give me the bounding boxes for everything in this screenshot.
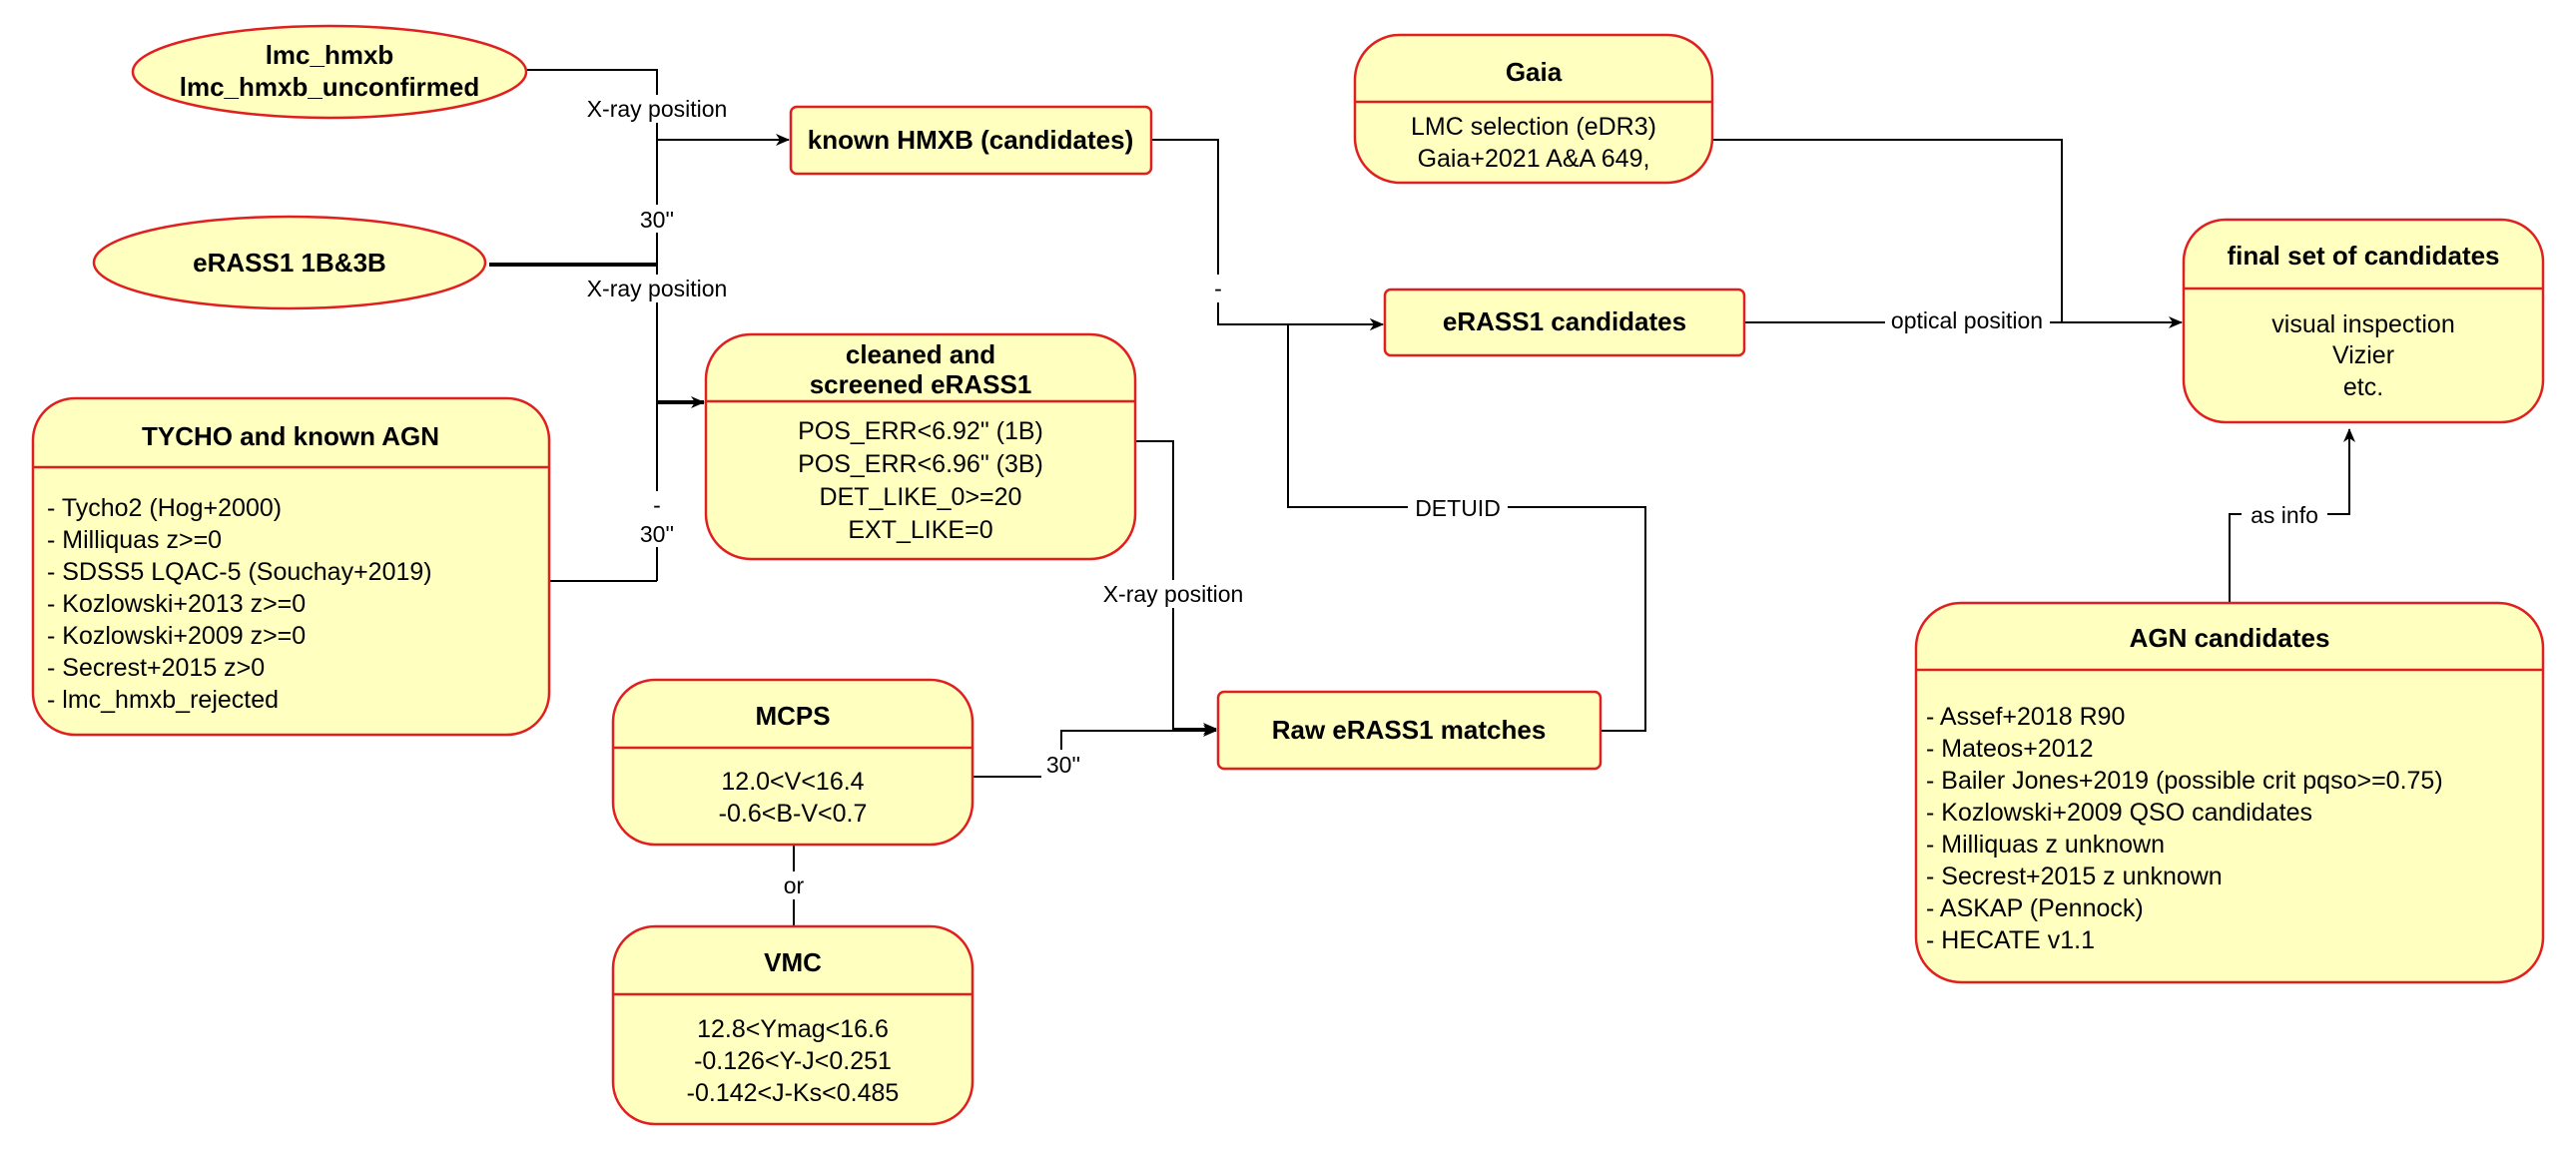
edge-label-xray-position-1: X-ray position bbox=[587, 96, 728, 122]
node-cleaned-line-2: POS_ERR<6.96" (3B) bbox=[798, 450, 1043, 478]
node-cleaned-title-2: screened eRASS1 bbox=[810, 369, 1032, 399]
node-vmc-line-2: -0.126<Y-J<0.251 bbox=[694, 1047, 892, 1075]
node-erass1-candidates[interactable]: eRASS1 candidates bbox=[1383, 288, 1746, 357]
node-erass1-1b3b-title: eRASS1 1B&3B bbox=[193, 248, 386, 278]
node-final[interactable]: final set of candidates visual inspectio… bbox=[2182, 218, 2545, 424]
edge-label-30-arcsec-3: 30'' bbox=[1046, 752, 1080, 778]
edge-raw-to-erass1-cand bbox=[1287, 318, 1646, 732]
edge-label-30-arcsec-2: 30'' bbox=[640, 521, 674, 547]
node-cleaned-title-1: cleaned and bbox=[846, 339, 995, 369]
node-vmc-line-3: -0.142<J-Ks<0.485 bbox=[687, 1079, 900, 1107]
node-lmc-hmxb-line-2: lmc_hmxb_unconfirmed bbox=[180, 72, 480, 102]
node-mcps[interactable]: MCPS 12.0<V<16.4 -0.6<B-V<0.7 bbox=[611, 678, 974, 847]
node-erass1-candidates-title: eRASS1 candidates bbox=[1443, 306, 1686, 336]
node-tycho-agn-title: TYCHO and known AGN bbox=[142, 421, 439, 451]
node-vmc-title: VMC bbox=[764, 947, 822, 977]
edge-mcps-to-raw bbox=[973, 725, 1217, 778]
node-cleaned-line-1: POS_ERR<6.92" (1B) bbox=[798, 417, 1043, 445]
node-known-hmxb-title: known HMXB (candidates) bbox=[808, 125, 1133, 155]
node-vmc[interactable]: VMC 12.8<Ymag<16.6 -0.126<Y-J<0.251 -0.1… bbox=[611, 924, 974, 1126]
node-agn-candidates-line-4: - Kozlowski+2009 QSO candidates bbox=[1926, 799, 2312, 827]
edge-label-xray-position-2: X-ray position bbox=[587, 276, 728, 301]
edge-label-30-arcsec-1: 30'' bbox=[640, 207, 674, 233]
node-tycho-agn-line-3: - SDSS5 LQAC-5 (Souchay+2019) bbox=[47, 558, 432, 586]
node-tycho-agn-line-4: - Kozlowski+2013 z>=0 bbox=[47, 590, 306, 618]
node-cleaned[interactable]: cleaned and screened eRASS1 POS_ERR<6.92… bbox=[704, 332, 1137, 561]
node-agn-candidates-line-3: - Bailer Jones+2019 (possible crit pqso>… bbox=[1926, 767, 2443, 795]
edge-label-as-info: as info bbox=[2251, 502, 2318, 528]
node-tycho-agn-line-1: - Tycho2 (Hog+2000) bbox=[47, 494, 282, 522]
node-agn-candidates-line-6: - Secrest+2015 z unknown bbox=[1926, 863, 2223, 890]
node-agn-candidates-line-7: - ASKAP (Pennock) bbox=[1926, 894, 2144, 922]
node-lmc-hmxb-line-1: lmc_hmxb bbox=[266, 40, 394, 70]
edge-label-dash-2: - bbox=[1214, 276, 1222, 301]
node-agn-candidates-line-5: - Milliquas z unknown bbox=[1926, 831, 2165, 859]
node-final-line-3: etc. bbox=[2343, 373, 2383, 401]
node-cleaned-line-4: EXT_LIKE=0 bbox=[848, 516, 992, 544]
node-mcps-title: MCPS bbox=[755, 701, 830, 731]
node-gaia-line-1: LMC selection (eDR3) bbox=[1411, 113, 1656, 141]
node-agn-candidates[interactable]: AGN candidates - Assef+2018 R90 - Mateos… bbox=[1914, 601, 2545, 984]
node-agn-candidates-line-1: - Assef+2018 R90 bbox=[1926, 703, 2125, 731]
node-gaia-title: Gaia bbox=[1506, 57, 1563, 87]
node-agn-candidates-title: AGN candidates bbox=[2130, 623, 2330, 653]
node-mcps-line-2: -0.6<B-V<0.7 bbox=[719, 800, 868, 828]
node-final-line-2: Vizier bbox=[2332, 341, 2394, 369]
node-tycho-agn-line-6: - Secrest+2015 z>0 bbox=[47, 654, 265, 682]
edge-label-or: or bbox=[784, 872, 805, 898]
edge-label-xray-position-3: X-ray position bbox=[1103, 581, 1244, 607]
node-final-line-1: visual inspection bbox=[2271, 310, 2454, 338]
node-agn-candidates-line-8: - HECATE v1.1 bbox=[1926, 926, 2095, 954]
node-mcps-line-1: 12.0<V<16.4 bbox=[721, 768, 864, 796]
edge-label-dash-1: - bbox=[653, 492, 661, 518]
node-tycho-agn-line-5: - Kozlowski+2009 z>=0 bbox=[47, 622, 306, 650]
node-raw-matches-title: Raw eRASS1 matches bbox=[1272, 715, 1547, 745]
node-agn-candidates-line-2: - Mateos+2012 bbox=[1926, 735, 2093, 763]
edge-label-optical-position: optical position bbox=[1891, 307, 2043, 333]
edge-known-hmxb-to-erass1-cand bbox=[1151, 139, 1384, 330]
edge-gaia-to-final bbox=[1712, 139, 2063, 322]
edge-labels: X-ray position 30'' X-ray position - 30'… bbox=[577, 95, 2327, 899]
edge-label-detuid: DETUID bbox=[1415, 495, 1501, 521]
node-gaia-line-2: Gaia+2021 A&A 649, bbox=[1418, 145, 1650, 173]
node-tycho-agn-line-7: - lmc_hmxb_rejected bbox=[47, 686, 279, 714]
node-known-hmxb[interactable]: known HMXB (candidates) bbox=[789, 105, 1153, 176]
node-final-title: final set of candidates bbox=[2227, 241, 2499, 271]
node-cleaned-line-3: DET_LIKE_0>=20 bbox=[820, 483, 1022, 511]
node-gaia[interactable]: Gaia LMC selection (eDR3) Gaia+2021 A&A … bbox=[1353, 33, 1714, 185]
node-tycho-agn-line-2: - Milliquas z>=0 bbox=[47, 526, 222, 554]
node-raw-matches[interactable]: Raw eRASS1 matches bbox=[1216, 690, 1603, 771]
node-vmc-line-1: 12.8<Ymag<16.6 bbox=[697, 1015, 889, 1043]
node-tycho-agn[interactable]: TYCHO and known AGN - Tycho2 (Hog+2000) … bbox=[31, 396, 551, 737]
node-erass1-1b3b[interactable]: eRASS1 1B&3B bbox=[92, 215, 487, 310]
node-lmc-hmxb[interactable]: lmc_hmxb lmc_hmxb_unconfirmed bbox=[131, 24, 528, 120]
